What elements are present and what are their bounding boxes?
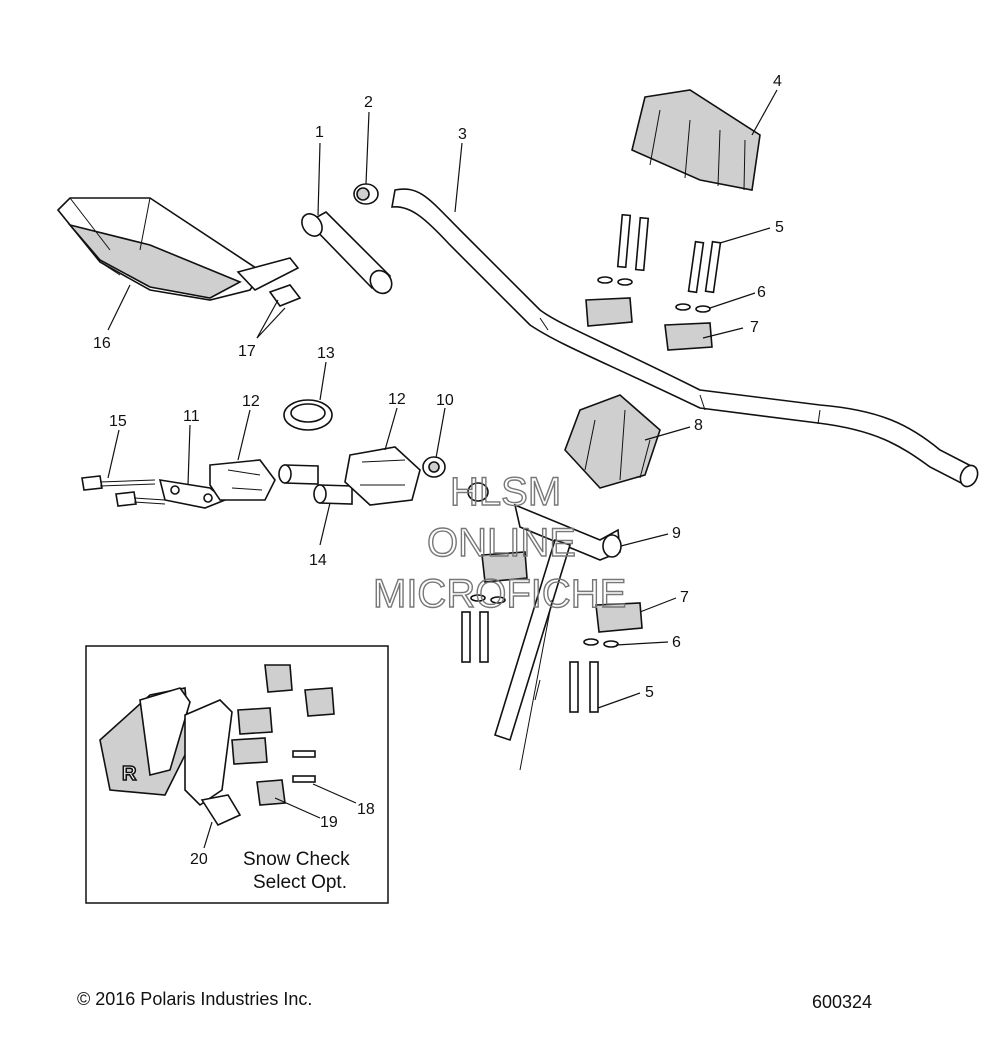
callout-7-upper: 7 [750,319,759,336]
callout-17: 17 [238,343,256,360]
inset-subtitle: Select Opt. [253,872,347,893]
callout-9: 9 [672,525,681,542]
steering-post [494,503,622,771]
callout-10: 10 [436,392,454,409]
diagram-number: 600324 [812,992,872,1012]
hand-guard [56,197,300,301]
grip [301,211,393,295]
callout-20: 20 [190,851,208,868]
copyright-text: © 2016 Polaris Industries Inc. [77,989,312,1009]
mid-hardware [81,399,489,509]
snow-check-inset: R Snow Check Select Opt. [85,645,389,904]
watermark-line-2: ONLINE [427,521,576,565]
callout-12-right: 12 [388,391,406,408]
callout-numbers: 1 2 3 4 5 6 7 8 9 7 6 5 10 11 12 12 13 1… [93,73,784,868]
inset-title: Snow Check [243,849,350,870]
callout-11: 11 [183,408,200,425]
callout-5-upper: 5 [775,219,784,236]
callout-18: 18 [357,801,375,818]
callout-16: 16 [93,335,111,352]
callout-4: 4 [773,73,782,90]
callout-1: 1 [315,124,324,141]
callout-7-lower: 7 [680,589,689,606]
hand-guard-clamp [268,284,302,307]
callout-14: 14 [309,552,327,569]
inset-badge: R [122,763,137,785]
callout-2: 2 [364,94,373,111]
callout-13: 13 [317,345,335,362]
leader-lines [107,89,778,849]
callout-3: 3 [458,126,467,143]
riser [564,394,661,489]
callout-6-lower: 6 [672,634,681,651]
handlebar [391,188,979,488]
callout-5-lower: 5 [645,684,654,701]
end-plug [353,183,379,205]
callout-6-upper: 6 [757,284,766,301]
watermark-line-3: MICROFICHE [373,572,626,616]
callout-12-left: 12 [242,393,260,410]
callout-19: 19 [320,814,338,831]
riser-cover [631,89,761,191]
watermark: HLSM ONLINE MICROFICHE [372,469,627,616]
watermark-line-1: HLSM [450,470,561,514]
lower-clamp-hardware [461,551,643,713]
callout-15: 15 [109,413,127,430]
callout-8: 8 [694,417,703,434]
upper-clamp-hardware [585,213,722,351]
